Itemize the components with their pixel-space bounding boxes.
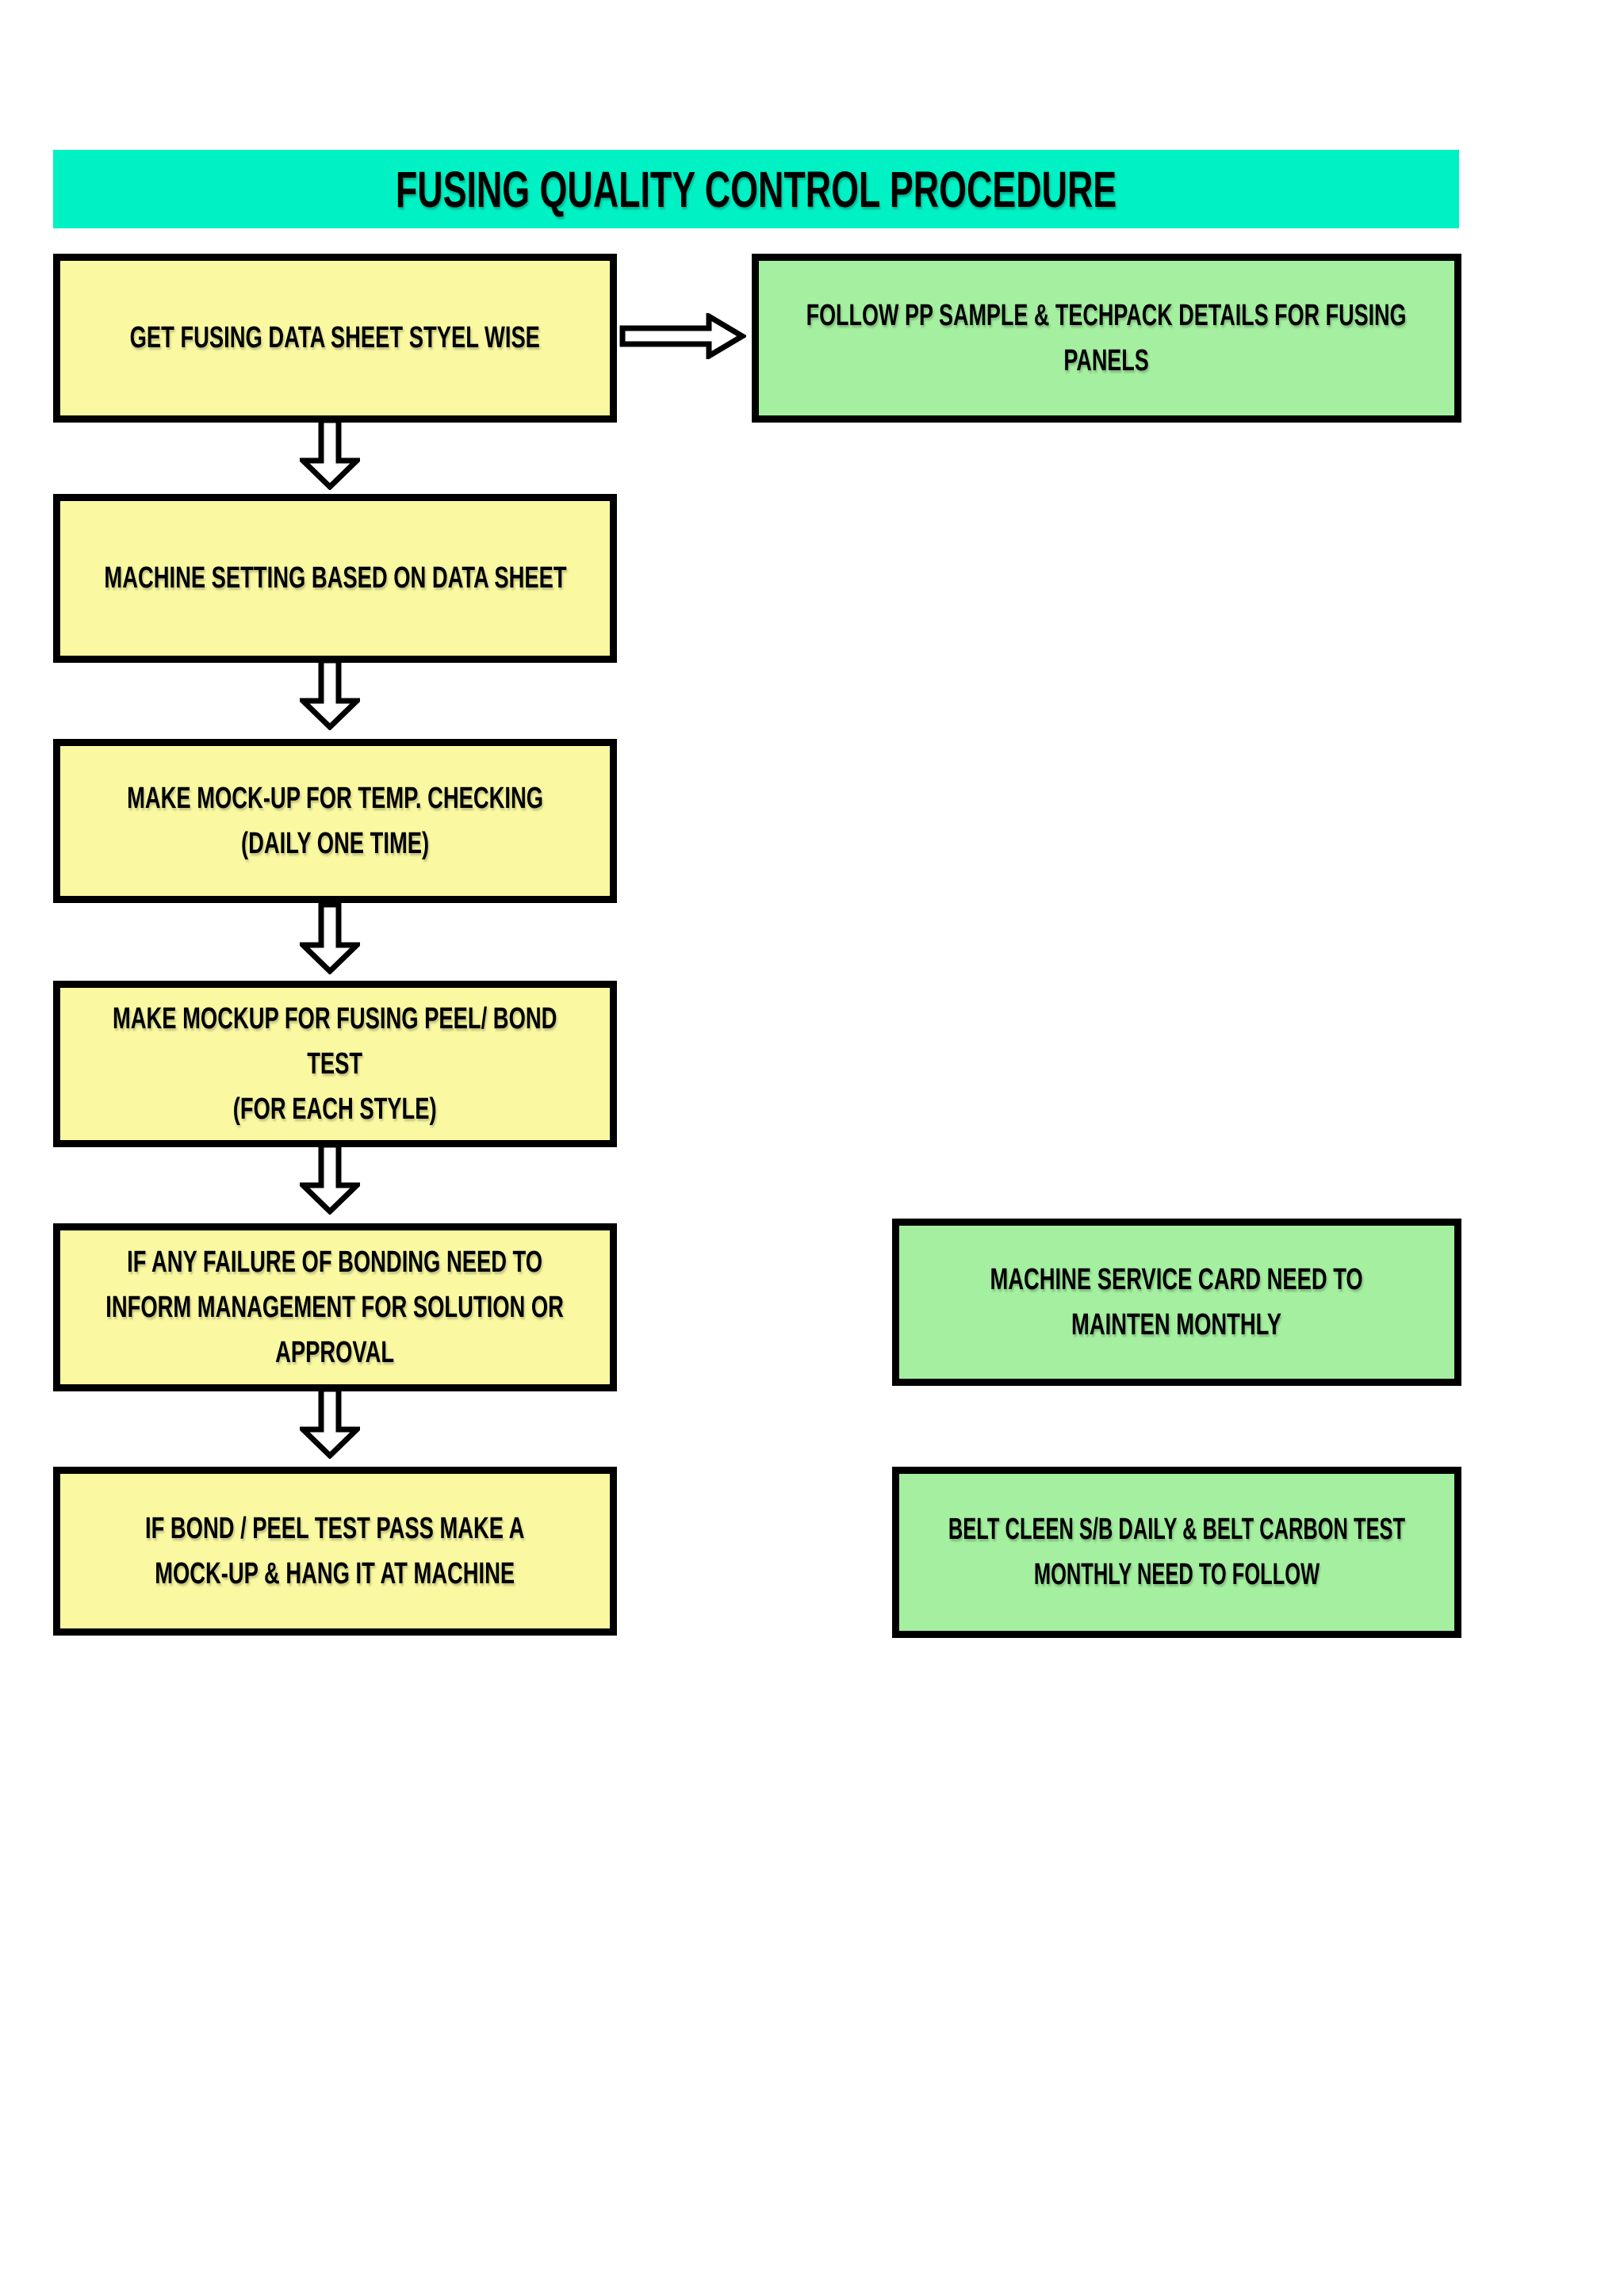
- step-4-label: MAKE MOCKUP FOR FUSING PEEL/ BOND TEST (…: [113, 1001, 557, 1126]
- step-6-box: IF BOND / PEEL TEST PASS MAKE A MOCK-UP …: [53, 1467, 617, 1636]
- page-title: FUSING QUALITY CONTROL PROCEDURE: [395, 160, 1117, 218]
- arrow-down-icon: [300, 657, 360, 730]
- step-3-label: MAKE MOCK-UP FOR TEMP. CHECKING (DAILY O…: [127, 781, 543, 860]
- note-follow-pp-sample-box: FOLLOW PP SAMPLE & TECHPACK DETAILS FOR …: [752, 254, 1461, 423]
- step-6-label: IF BOND / PEEL TEST PASS MAKE A MOCK-UP …: [145, 1511, 525, 1590]
- arrow-down-icon: [300, 901, 360, 974]
- arrow-down-icon: [300, 417, 360, 490]
- step-5-label: IF ANY FAILURE OF BONDING NEED TO INFORM…: [105, 1245, 565, 1369]
- note-belt-clean-box: BELT CLEEN S/B DAILY & BELT CARBON TEST …: [892, 1467, 1461, 1638]
- step-5-box: IF ANY FAILURE OF BONDING NEED TO INFORM…: [53, 1223, 617, 1391]
- step-1-label: GET FUSING DATA SHEET STYEL WISE: [129, 321, 541, 354]
- note-belt-clean-label: BELT CLEEN S/B DAILY & BELT CARBON TEST …: [948, 1513, 1406, 1591]
- note-machine-service-card-box: MACHINE SERVICE CARD NEED TO MAINTEN MON…: [892, 1219, 1461, 1386]
- note-machine-service-card-label: MACHINE SERVICE CARD NEED TO MAINTEN MON…: [990, 1262, 1364, 1341]
- step-1-box: GET FUSING DATA SHEET STYEL WISE: [53, 254, 617, 423]
- page-title-bar: FUSING QUALITY CONTROL PROCEDURE: [53, 150, 1459, 228]
- step-3-box: MAKE MOCK-UP FOR TEMP. CHECKING (DAILY O…: [53, 739, 617, 903]
- step-4-box: MAKE MOCKUP FOR FUSING PEEL/ BOND TEST (…: [53, 981, 617, 1147]
- step-2-label: MACHINE SETTING BASED ON DATA SHEET: [103, 561, 567, 595]
- step-2-box: MACHINE SETTING BASED ON DATA SHEET: [53, 494, 617, 663]
- arrow-right-icon: [619, 313, 746, 359]
- note-follow-pp-sample-label: FOLLOW PP SAMPLE & TECHPACK DETAILS FOR …: [806, 298, 1407, 377]
- arrow-down-icon: [300, 1142, 360, 1215]
- arrow-down-icon: [300, 1386, 360, 1459]
